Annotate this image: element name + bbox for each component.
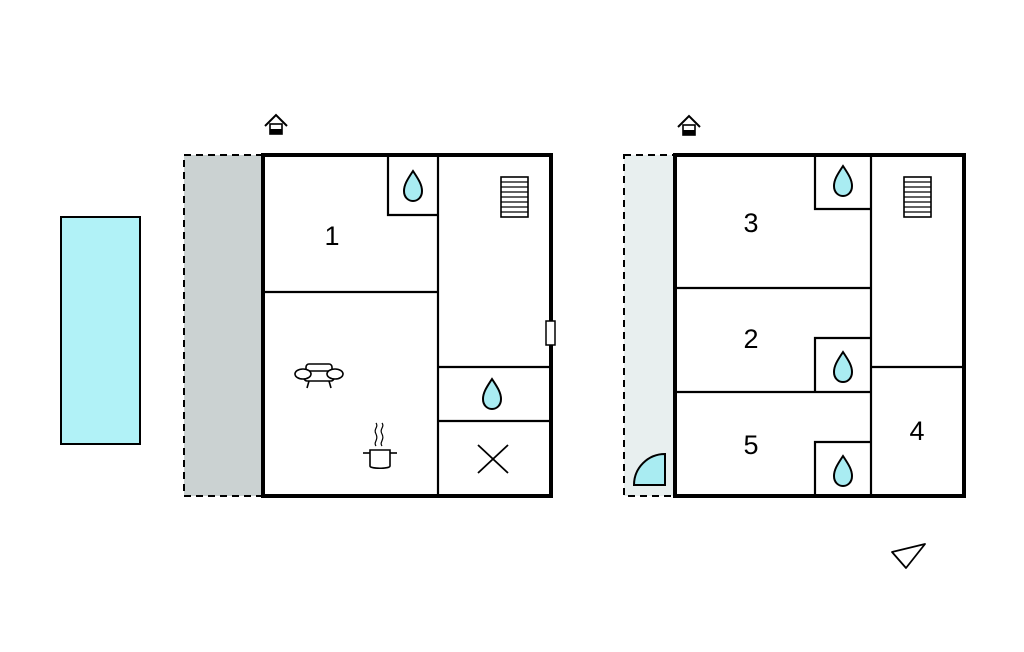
wall-segment — [813, 336, 871, 392]
room-label: 1 — [324, 221, 339, 251]
wall-segment — [813, 440, 871, 496]
pool — [60, 216, 141, 445]
wall-segment — [386, 155, 438, 217]
water-drop-icon — [481, 377, 503, 411]
stairs-icon — [903, 176, 932, 218]
north-arrow-icon — [891, 543, 926, 569]
water-drop-icon — [832, 164, 854, 198]
cooking-pot-icon — [363, 422, 397, 470]
entrance-icon — [677, 114, 701, 136]
sofa-icon — [294, 363, 344, 389]
wall-segment — [813, 155, 871, 211]
stairs-icon — [500, 176, 529, 218]
water-drop-icon — [832, 350, 854, 384]
room-label: 4 — [909, 416, 924, 446]
room-label: 5 — [743, 430, 758, 460]
room-label: 2 — [743, 324, 758, 354]
water-drop-icon — [402, 169, 424, 203]
upper-floor: 3 2 5 4 — [623, 114, 966, 498]
x-mark-icon — [477, 444, 509, 474]
balcony — [623, 154, 676, 497]
upper-floor-outer-wall — [673, 153, 966, 498]
entrance-icon — [264, 113, 288, 135]
terrace — [183, 154, 264, 497]
ground-floor: 1 — [183, 113, 556, 498]
room-label: 3 — [743, 208, 758, 238]
door-icon — [632, 452, 666, 486]
water-drop-icon — [832, 454, 854, 488]
window — [545, 320, 556, 346]
